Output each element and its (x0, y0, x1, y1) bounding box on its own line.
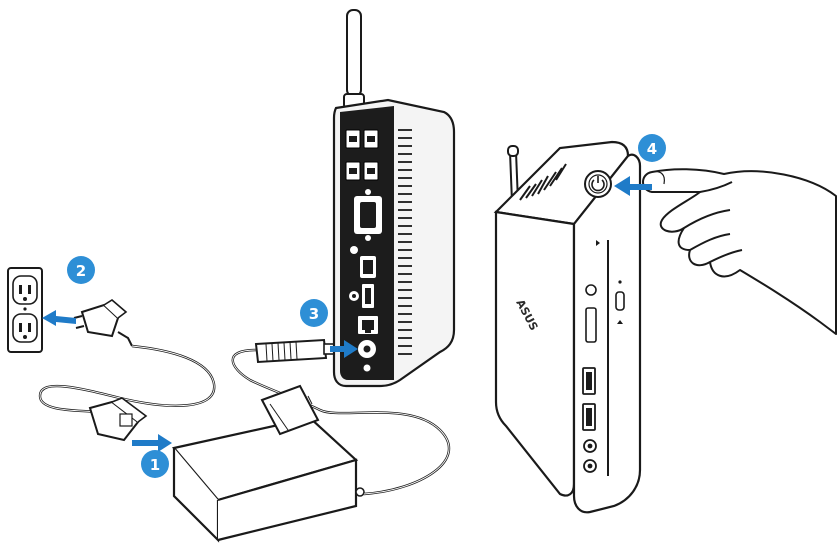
ferrite-bead (260, 384, 320, 436)
front-usb-ports (582, 367, 596, 431)
device-front-view: ASUS (493, 140, 642, 514)
step-badge-3: 3 (300, 299, 328, 327)
dc-plug (254, 338, 341, 364)
dc-in-port (358, 340, 376, 372)
step-badge-1: 1 (141, 450, 169, 478)
side-vents (398, 129, 412, 355)
power-button[interactable] (584, 170, 612, 198)
step-number: 4 (647, 140, 657, 158)
step-number: 1 (150, 456, 160, 474)
wall-plug (73, 299, 133, 347)
hand-illustration (642, 168, 837, 335)
arrow-step-1 (132, 434, 172, 452)
step-number: 2 (76, 262, 86, 280)
card-reader-slot (585, 307, 597, 343)
step-number: 3 (309, 305, 319, 323)
lan-port (358, 316, 378, 334)
vga-port (354, 189, 382, 241)
power-adapter (171, 416, 365, 543)
front-audio-jacks (583, 439, 597, 473)
step-badge-2: 2 (67, 256, 95, 284)
arrow-step-3 (330, 340, 358, 358)
arrow-step-4 (614, 176, 652, 196)
hdmi-port (350, 246, 376, 278)
ac-inlet-plug (88, 397, 148, 442)
wall-outlet (7, 267, 43, 353)
rear-audio-usb (349, 284, 374, 308)
device-rear-view (332, 9, 456, 388)
step-badge-4: 4 (638, 134, 666, 162)
arrow-step-2 (42, 310, 76, 326)
